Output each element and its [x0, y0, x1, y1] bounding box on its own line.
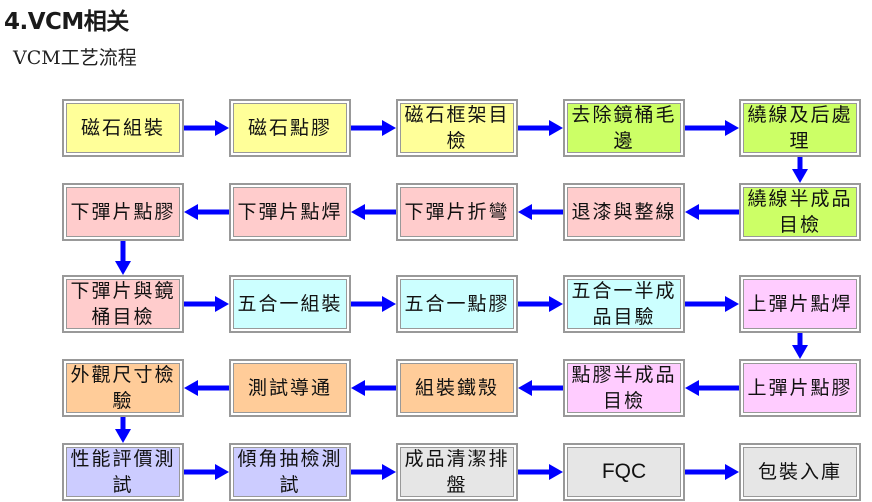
process-step: 退漆與整線: [563, 183, 685, 241]
process-step: 五合一點膠: [396, 275, 518, 333]
flow-arrow: [792, 157, 808, 183]
process-step-label: 傾角抽檢測試: [237, 448, 343, 496]
flow-arrow: [184, 120, 229, 136]
process-step: 組裝鐵殼: [396, 359, 518, 417]
flow-arrow: [184, 204, 229, 220]
process-step-label: 五合一組裝: [237, 293, 343, 315]
process-step: 磁石點膠: [229, 99, 351, 157]
flow-arrow: [685, 296, 739, 312]
process-step-label: 上彈片點焊: [747, 293, 853, 315]
flow-arrow: [351, 204, 396, 220]
process-step: 上彈片點膠: [739, 359, 861, 417]
process-step-label: 下彈片點焊: [237, 201, 343, 223]
process-step-label: 組裝鐵殼: [414, 377, 499, 399]
flow-arrow: [351, 380, 396, 396]
process-step-label: 去除鏡桶毛邊: [571, 104, 677, 152]
process-step: FQC: [563, 443, 685, 501]
process-step-label: 磁石組裝: [80, 117, 165, 139]
process-step-label: 成品清潔排盤: [404, 448, 510, 496]
process-step-label: 下彈片折彎: [404, 201, 510, 223]
flow-arrow: [115, 417, 131, 443]
process-step: 五合一半成品目驗: [563, 275, 685, 333]
process-step-label: 五合一半成品目驗: [571, 280, 677, 328]
process-step-label: 繞線半成品目檢: [747, 188, 853, 236]
process-step-label: 外觀尺寸檢驗: [70, 364, 176, 412]
process-step-label: 包裝入庫: [757, 461, 842, 483]
process-step: 包裝入庫: [739, 443, 861, 501]
process-step-label: 測試導通: [247, 377, 332, 399]
flow-arrow: [685, 380, 739, 396]
process-step: 去除鏡桶毛邊: [563, 99, 685, 157]
process-step-label: 磁石點膠: [247, 117, 332, 139]
flow-arrow: [184, 296, 229, 312]
process-step-label: 性能評價測試: [70, 448, 176, 496]
flow-arrow: [351, 296, 396, 312]
process-step-label: 下彈片點膠: [70, 201, 176, 223]
process-step: 測試導通: [229, 359, 351, 417]
flow-arrow: [351, 120, 396, 136]
process-step: 成品清潔排盤: [396, 443, 518, 501]
flow-arrow: [115, 241, 131, 275]
process-step-label: 上彈片點膠: [747, 377, 853, 399]
process-step-label: 五合一點膠: [404, 293, 510, 315]
flow-arrow: [351, 464, 396, 480]
process-step: 傾角抽檢測試: [229, 443, 351, 501]
process-step: 外觀尺寸檢驗: [62, 359, 184, 417]
process-step: 繞線半成品目檢: [739, 183, 861, 241]
process-step-label: 退漆與整線: [571, 201, 677, 223]
flow-arrow: [518, 296, 563, 312]
process-step-label: FQC: [601, 460, 647, 483]
flow-arrow: [518, 204, 563, 220]
flow-arrow: [518, 464, 563, 480]
process-step: 繞線及后處理: [739, 99, 861, 157]
flow-arrow: [792, 333, 808, 359]
flow-arrow: [184, 380, 229, 396]
process-step-label: 點膠半成品目檢: [571, 364, 677, 412]
process-step: 性能評價測試: [62, 443, 184, 501]
flow-arrow: [685, 120, 739, 136]
process-step: 下彈片折彎: [396, 183, 518, 241]
flow-arrow: [518, 380, 563, 396]
process-step: 下彈片點膠: [62, 183, 184, 241]
process-step: 磁石框架目檢: [396, 99, 518, 157]
process-step: 下彈片點焊: [229, 183, 351, 241]
process-step: 五合一組裝: [229, 275, 351, 333]
process-step-label: 下彈片與鏡桶目檢: [70, 280, 176, 328]
section-subtitle: VCM工艺流程: [13, 47, 137, 69]
process-step-label: 磁石框架目檢: [404, 104, 510, 152]
section-title: 4.VCM相关: [4, 9, 129, 35]
process-step: 點膠半成品目檢: [563, 359, 685, 417]
process-step-label: 繞線及后處理: [747, 104, 853, 152]
flow-arrow: [685, 464, 739, 480]
process-step: 下彈片與鏡桶目檢: [62, 275, 184, 333]
flow-arrow: [184, 464, 229, 480]
flow-arrow: [518, 120, 563, 136]
flow-arrow: [685, 204, 739, 220]
process-step: 上彈片點焊: [739, 275, 861, 333]
process-step: 磁石組裝: [62, 99, 184, 157]
